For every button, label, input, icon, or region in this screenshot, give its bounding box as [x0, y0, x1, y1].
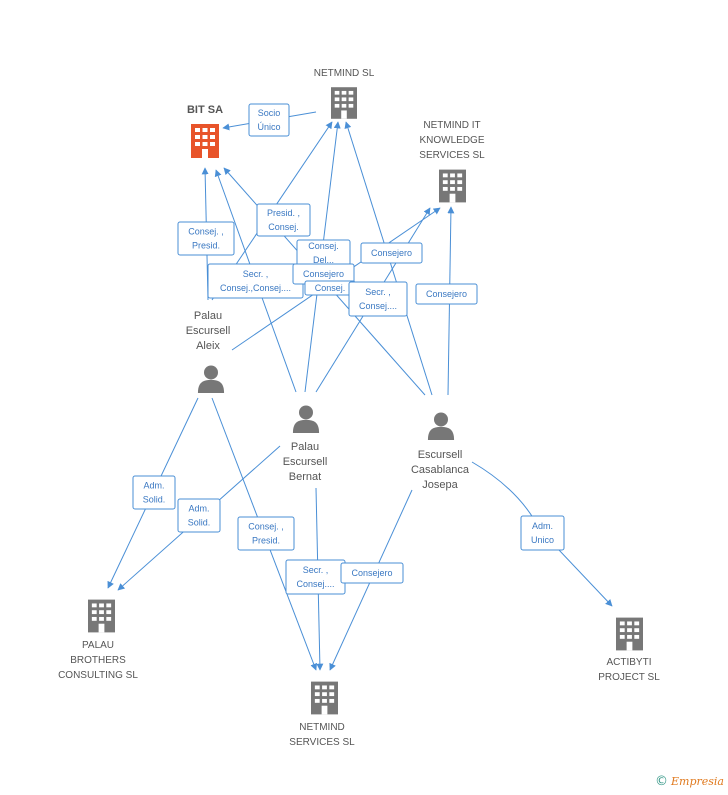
- relation-label-text: Adm.: [532, 521, 553, 531]
- person-icon: [197, 365, 225, 393]
- relation-label-text: Consejero: [371, 248, 412, 258]
- node-label: ACTIBYTI: [606, 657, 651, 668]
- node-label: Escursell: [418, 449, 463, 461]
- footer-brand: ©Empresia: [655, 774, 724, 789]
- relation-label-r3: Consej. , Presid.: [177, 221, 235, 256]
- relation-label-r16: Adm. Unico: [520, 515, 565, 551]
- brand-logo: Empresia: [671, 775, 724, 788]
- relation-label-text: Unico: [531, 535, 554, 545]
- company-node-netmind-it[interactable]: NETMIND IT KNOWLEDGE SERVICES SL: [419, 120, 485, 203]
- relation-label-r7: Consejero: [292, 263, 355, 285]
- node-label: SERVICES SL: [419, 150, 485, 161]
- node-label: CONSULTING SL: [58, 670, 138, 681]
- relation-label-r8: Consej.: [304, 280, 356, 296]
- relation-label-text: Presid. ,: [267, 208, 300, 218]
- node-label: Escursell: [283, 456, 328, 468]
- person-icon: [292, 405, 320, 433]
- node-label: Escursell: [186, 325, 231, 337]
- relation-label-text: Consej. ,: [248, 522, 284, 532]
- relation-label-text: Secr. ,: [365, 287, 391, 297]
- relation-label-text: Consej.: [315, 283, 346, 293]
- relation-label-r12: Adm. Solid.: [177, 498, 221, 533]
- building-icon: [439, 169, 466, 203]
- relation-label-r4: Consej. Del...: [296, 239, 351, 267]
- relation-label-r10: Consejero: [415, 283, 478, 305]
- node-label: NETMIND SL: [314, 68, 375, 79]
- building-icon: [191, 124, 219, 158]
- building-icon: [331, 87, 357, 119]
- relation-label-r6: Secr. , Consej.,Consej....: [207, 263, 304, 299]
- relation-label-text: Socio: [258, 108, 281, 118]
- relation-label-text: Presid.: [192, 241, 220, 251]
- relation-label-text: Consejero: [303, 269, 344, 279]
- relation-label-text: Consejero: [426, 289, 467, 299]
- node-label: SERVICES SL: [289, 737, 355, 748]
- relation-label-text: Secr. ,: [243, 269, 269, 279]
- node-label: Palau: [291, 441, 319, 453]
- relation-label-text: Solid.: [188, 518, 211, 528]
- relation-label-text: Adm.: [143, 481, 164, 491]
- relation-label-text: Consej....: [359, 301, 397, 311]
- node-label: Josepa: [422, 479, 458, 491]
- node-label: Aleix: [196, 340, 220, 352]
- node-label: Bernat: [289, 471, 321, 483]
- building-icon: [88, 599, 115, 633]
- relation-label-text: Adm.: [188, 504, 209, 514]
- company-nodes: NETMIND SL BIT SA NETMIND IT KNOWLEDGE SER…: [58, 68, 660, 748]
- relation-label-text: Único: [257, 122, 280, 132]
- company-node-netmind-sl[interactable]: NETMIND SL: [314, 68, 375, 119]
- relation-label-r15: Consejero: [340, 562, 404, 584]
- relation-label-r9: Secr. , Consej....: [348, 281, 408, 317]
- node-label: KNOWLEDGE: [419, 135, 484, 146]
- relation-label-text: Secr. ,: [303, 565, 329, 575]
- company-node-bit-sa[interactable]: BIT SA: [187, 104, 223, 158]
- building-icon: [311, 681, 338, 715]
- node-label: NETMIND: [299, 722, 345, 733]
- node-label: NETMIND IT: [423, 120, 480, 131]
- person-icon: [427, 412, 455, 440]
- edges: [107, 111, 613, 671]
- company-node-palau-brothers[interactable]: PALAU BROTHERS CONSULTING SL: [58, 599, 138, 681]
- node-label: PALAU: [82, 640, 114, 651]
- relation-label-text: Solid.: [143, 495, 166, 505]
- relation-label-text: Consejero: [351, 568, 392, 578]
- relation-label-text: Consej.: [308, 241, 339, 251]
- node-label: PROJECT SL: [598, 672, 660, 683]
- relation-label-text: Consej....: [296, 579, 334, 589]
- copyright-icon: ©: [655, 774, 668, 789]
- company-node-netmind-services[interactable]: NETMIND SERVICES SL: [289, 681, 355, 748]
- node-label: Palau: [194, 310, 222, 322]
- relation-label-r2: Presid. , Consej.: [256, 203, 311, 237]
- relation-label-r14: Secr. , Consej....: [285, 559, 346, 595]
- relation-label-text: Consej.: [268, 222, 299, 232]
- building-icon: [616, 617, 643, 651]
- node-label: BROTHERS: [70, 655, 126, 666]
- company-node-actibyti[interactable]: ACTIBYTI PROJECT SL: [598, 617, 660, 683]
- relation-label-text: Consej.,Consej....: [220, 283, 291, 293]
- relation-label-text: Del...: [313, 255, 334, 265]
- relation-label-r11: Adm. Solid.: [132, 475, 176, 510]
- node-label: BIT SA: [187, 104, 223, 116]
- relation-label-text: Presid.: [252, 536, 280, 546]
- relation-label-r5: Consejero: [360, 242, 423, 264]
- relation-label-r13: Consej. , Presid.: [237, 516, 295, 551]
- relation-label-text: Consej. ,: [188, 227, 224, 237]
- node-label: Casablanca: [411, 464, 470, 476]
